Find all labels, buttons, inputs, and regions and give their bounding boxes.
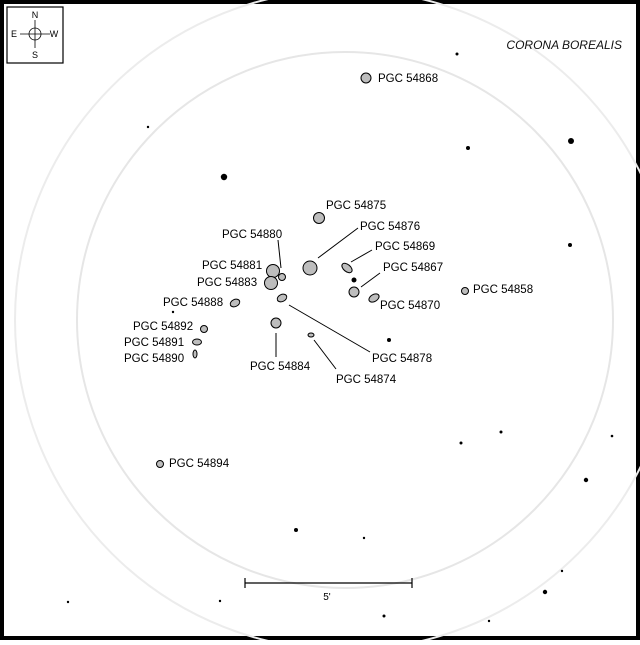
compass-east: E [11,29,17,39]
galaxy-pgc-54870 [368,293,380,303]
label-pgc-54890: PGC 54890 [124,353,184,365]
star [560,569,564,573]
galaxy-pgc-54892 [200,325,208,333]
label-pgc-54868: PGC 54868 [378,73,438,85]
galaxy-pgc-54890 [192,349,198,359]
leader-line-54869 [350,249,373,263]
label-pgc-54881: PGC 54881 [202,260,262,272]
galaxy-pgc-54894 [156,460,164,468]
field-circle-outer [14,0,640,645]
leader-line-54878 [288,304,371,353]
galaxy-pgc-54880 [278,273,286,281]
galaxy-pgc-54878 [276,293,288,303]
star [487,619,491,623]
star [455,52,459,56]
star [220,173,228,181]
label-pgc-54888: PGC 54888 [163,297,223,309]
star [382,614,386,618]
star [542,589,548,595]
leader-line-54876 [317,227,359,259]
label-pgc-54869: PGC 54869 [375,241,435,253]
galaxies [156,72,469,468]
galaxy-labels: PGC 54868 PGC 54875 PGC 54876 PGC 54880 … [124,73,533,470]
scale-bar-label: 5' [323,592,331,603]
label-pgc-54876: PGC 54876 [360,221,420,233]
galaxy-pgc-54875 [313,212,325,224]
leader-line-54874 [313,339,337,370]
galaxy-pgc-54883 [264,276,278,290]
star [387,338,391,342]
star [146,125,150,129]
label-pgc-54875: PGC 54875 [326,200,386,212]
star [568,243,572,247]
galaxy-pgc-54867 [348,286,360,298]
galaxy-pgc-54881 [266,264,280,278]
label-pgc-54880: PGC 54880 [222,229,282,241]
star [294,528,298,532]
label-pgc-54874: PGC 54874 [336,374,397,386]
label-pgc-54884: PGC 54884 [250,361,311,373]
label-pgc-54892: PGC 54892 [133,321,193,333]
leader-lines [275,227,381,370]
star [171,310,175,314]
galaxy-pgc-54858 [461,287,469,295]
star [66,600,70,604]
star [610,434,614,438]
field-circle-inner [76,51,614,589]
star [218,599,222,603]
star [466,146,470,150]
star [499,430,503,434]
star [459,441,463,445]
star [362,536,366,540]
label-pgc-54858: PGC 54858 [473,284,533,296]
star [351,277,357,283]
label-pgc-54891: PGC 54891 [124,337,184,349]
galaxy-pgc-54876 [302,260,318,276]
leader-line-54867 [360,272,381,288]
galaxy-pgc-54888 [229,298,241,308]
compass-north: N [32,10,39,20]
compass-west: W [50,29,59,39]
star [568,138,574,144]
galaxy-pgc-54868 [360,72,372,84]
label-pgc-54878: PGC 54878 [372,353,432,365]
label-pgc-54870: PGC 54870 [380,300,440,312]
compass-center-circle [28,27,42,41]
galaxy-pgc-54869 [341,262,353,274]
galaxy-pgc-54891 [192,338,202,346]
compass-south: S [32,50,38,60]
galaxy-pgc-54874 [307,332,315,338]
compass: N S E W [6,6,64,64]
label-pgc-54894: PGC 54894 [169,458,230,470]
constellation-title: CORONA BOREALIS [506,38,622,52]
star [583,477,589,483]
stars [66,52,614,623]
leader-line-54880 [277,239,282,269]
label-pgc-54883: PGC 54883 [197,277,257,289]
label-pgc-54867: PGC 54867 [383,262,443,274]
scale-bar: 5' [244,578,413,603]
galaxy-pgc-54884 [270,317,282,329]
